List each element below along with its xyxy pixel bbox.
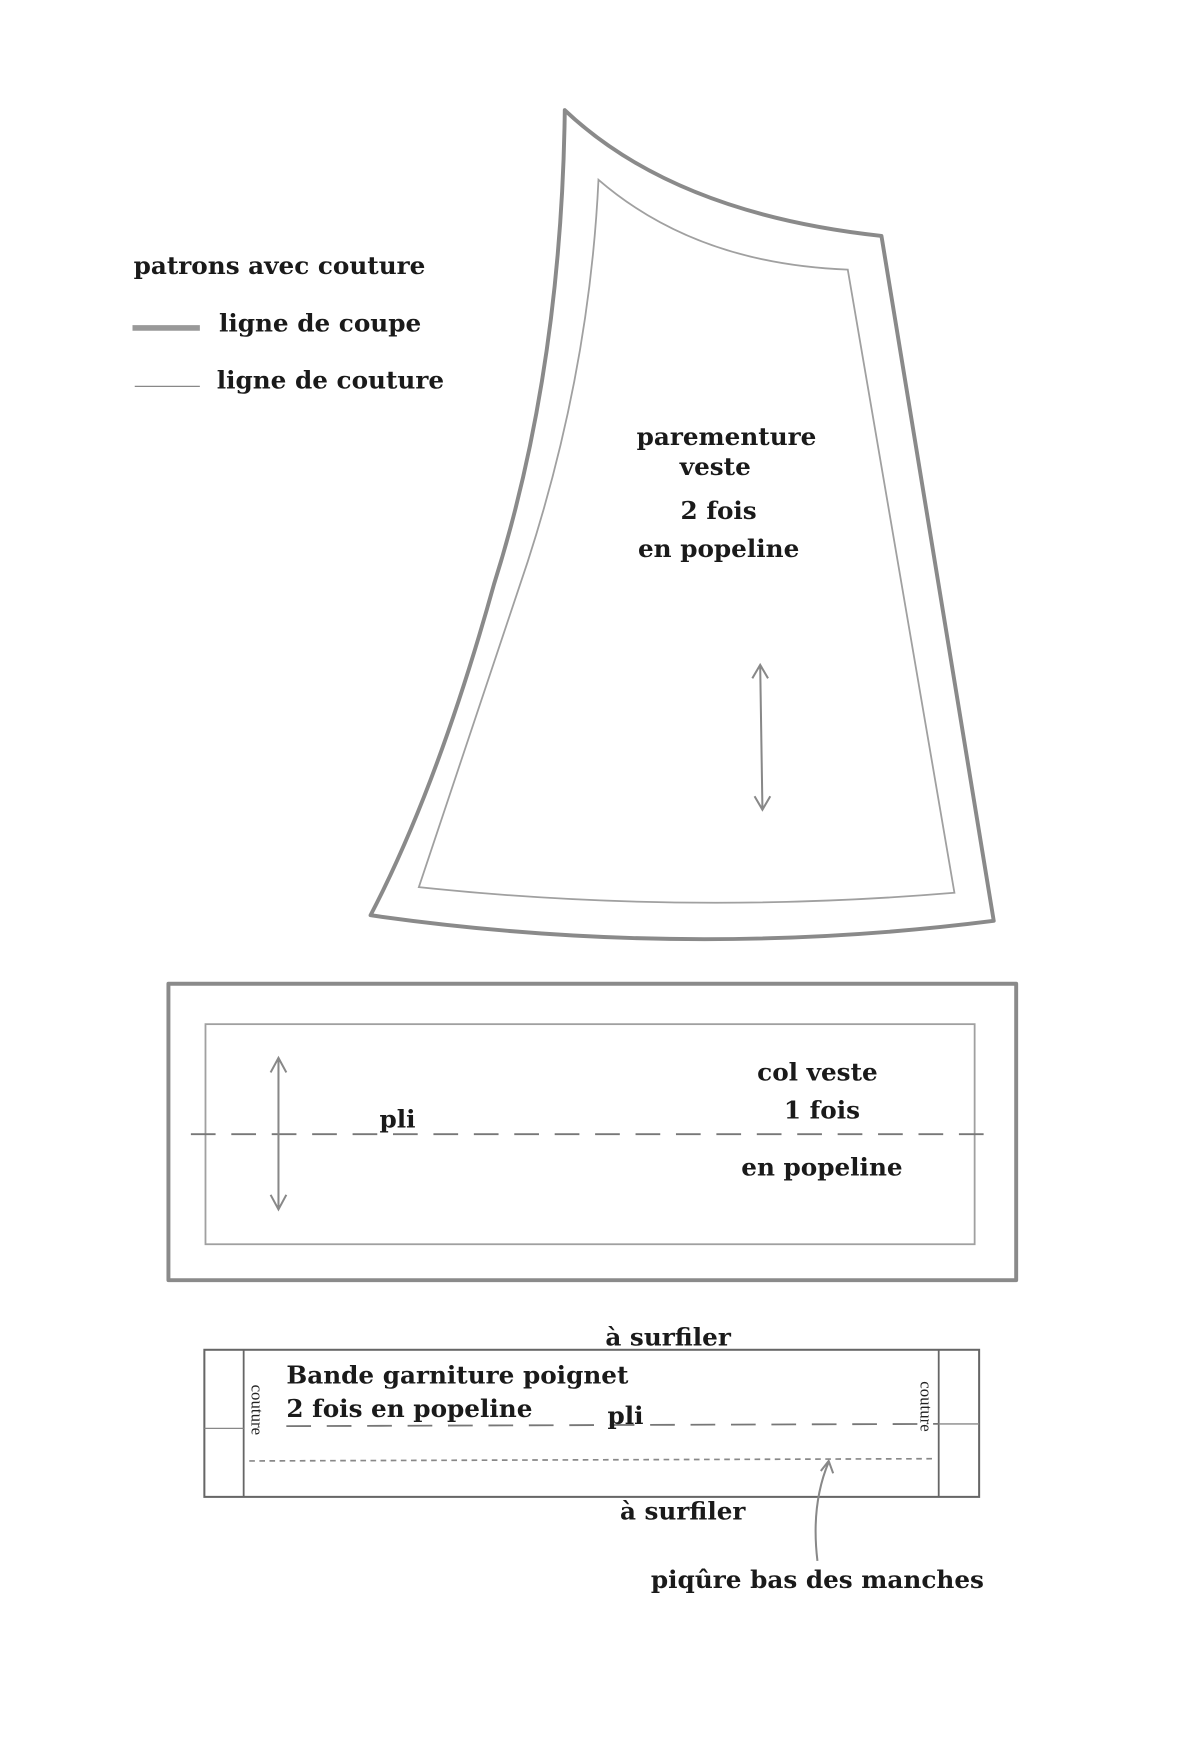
legend: patrons avec couture ligne de coupe lign… [132,251,444,395]
legend-cut-line: ligne de coupe [219,308,421,337]
legend-title: patrons avec couture [134,251,426,280]
stitch-note: piqûre bas des manches [651,1565,984,1594]
collar-label-3: en popeline [741,1153,902,1182]
facing-label-3: 2 fois [681,496,757,525]
band-seam-right-label: couture [917,1381,936,1431]
band-stitch-line [249,1457,937,1462]
facing-label-4: en popeline [638,534,799,563]
collar-fold-label: pli [380,1104,416,1133]
facing-label-1: parementure [637,422,817,451]
collar-label-1: col veste [757,1057,878,1086]
grain-arrow [269,1055,288,1212]
collar-label-2: 1 fois [784,1095,860,1124]
cuff-band-piece: à surfiler Bande garniture poignet 2 foi… [203,1322,984,1594]
collar-piece: pli col veste 1 fois en popeline [166,981,1019,1283]
band-fold-line [286,1422,939,1428]
facing-seam-line [417,177,956,904]
band-seam-left-label: couture [248,1385,267,1435]
band-fold-label: pli [607,1401,643,1430]
collar-cut-line [166,981,1019,1283]
band-label-1: Bande garniture poignet [286,1360,629,1389]
band-top-note: à surfiler [605,1322,731,1351]
grain-arrow [751,662,772,812]
facing-cut-line [368,108,996,942]
pointer-arrow [814,1458,835,1562]
band-bottom-note: à surfiler [620,1496,746,1525]
facing-piece: parementure veste 2 fois en popeline [368,108,996,942]
band-label-2: 2 fois en popeline [286,1394,532,1423]
legend-seam-line: ligne de couture [217,366,444,395]
facing-label-2: veste [679,452,751,481]
